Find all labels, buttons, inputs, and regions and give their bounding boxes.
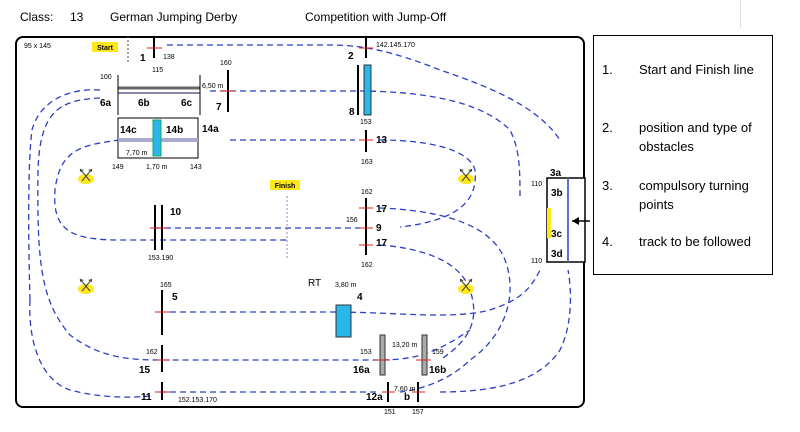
obstacle-15-label: 15 [139, 365, 151, 376]
height-12b: 157 [412, 409, 424, 416]
height-5: 165 [160, 282, 172, 289]
obstacle-6a-label: 6a [100, 98, 112, 109]
obstacle-13-label: 13 [376, 135, 388, 146]
obstacle-14a-label: 14a [202, 124, 219, 135]
obstacle-7-label: 7 [216, 102, 222, 113]
obstacle-2-label: 2 [348, 51, 354, 62]
obstacle-17-label-second: 17 [376, 238, 388, 249]
obstacle-12b-label: b [404, 392, 410, 403]
legend-text: position and type of obstacles [639, 120, 752, 154]
height-3d: 110 [531, 258, 542, 265]
height-7: 160 [220, 60, 232, 67]
turning-flag-icon [77, 278, 95, 295]
obstacle-9-label: 9 [376, 223, 382, 234]
height-10: 153.190 [148, 255, 173, 262]
height-9: 156 [346, 217, 358, 224]
distance-4: 3,80 m [335, 282, 357, 289]
turning-flag-icon [457, 168, 475, 185]
turning-flag-icon [77, 168, 95, 185]
header-competition-type: Competition with Jump-Off [305, 10, 447, 24]
height-17-top: 162 [361, 189, 373, 196]
obstacle-6b-label: 6b [138, 98, 150, 109]
height-14a: 143 [190, 164, 202, 171]
height-13: 163 [361, 159, 373, 166]
distance-14b: 1,70 m [146, 164, 168, 171]
height-17-bottom: 162 [361, 262, 373, 269]
obstacle-3a-label: 3a [550, 168, 562, 179]
obstacle-4-label: 4 [357, 292, 363, 303]
height-1: 138 [163, 54, 175, 61]
obstacle-16a-label: 16a [353, 365, 370, 376]
height-16b: 159 [432, 349, 444, 356]
divider [740, 0, 741, 28]
obstacle-16b-label: 16b [429, 365, 446, 376]
obstacle-11-label: 11 [141, 392, 152, 403]
obstacle-10-label: 10 [170, 207, 182, 218]
distance-14: 7,70 m [126, 150, 148, 157]
height-3a: 110 [531, 181, 542, 188]
legend-num: 2. [602, 120, 613, 135]
obstacle-3b-label: 3b [551, 188, 563, 199]
height-8: 153 [360, 119, 372, 126]
legend-text: track to be followed [639, 234, 752, 249]
header-class-label: Class: [20, 10, 54, 24]
height-15: 162 [146, 349, 158, 356]
legend-num: 1. [602, 62, 613, 77]
header-event-name: German Jumping Derby [110, 10, 238, 24]
height-12a: 151 [384, 409, 396, 416]
height-2: 142.145.170 [376, 42, 415, 49]
obstacle-12a-label: 12a [366, 392, 383, 403]
legend: 1. Start and Finish line 2. position and… [593, 35, 773, 275]
legend-text: compulsory turning points [639, 178, 749, 212]
start-label: Start [97, 45, 114, 52]
finish-label: Finish [275, 183, 296, 190]
distance-6: 6,50 m [202, 83, 224, 90]
arena-dimensions: 95 x 145 [24, 43, 51, 50]
legend-num: 4. [602, 234, 613, 249]
height-16a: 153 [360, 349, 372, 356]
obstacle-17-label: 17 [376, 204, 388, 215]
height-11: 152.153.170 [178, 397, 217, 404]
obstacle-14c-label: 14c [120, 125, 137, 136]
distance-16: 13,20 m [392, 342, 417, 349]
obstacle-14b-label: 14b [166, 125, 183, 136]
turning-flag-icon [457, 278, 475, 295]
obstacle-1-label: 1 [140, 53, 146, 64]
obstacle-rt-label: RT [308, 278, 321, 289]
obstacle-3d-label: 3d [551, 249, 563, 260]
obstacle-5-label: 5 [172, 292, 178, 303]
obstacle-6c-label: 6c [181, 98, 193, 109]
finish-badge [270, 180, 300, 190]
obstacle-3c-label: 3c [551, 229, 563, 240]
height-14c: 149 [112, 164, 124, 171]
height-6b: 115 [152, 67, 163, 74]
track [28, 44, 572, 398]
start-badge [92, 42, 118, 52]
obstacle-8-label: 8 [349, 107, 355, 118]
height-6a: 100 [100, 74, 112, 81]
legend-text: Start and Finish line [639, 62, 754, 77]
legend-num: 3. [602, 178, 613, 193]
distance-12: 7,60 m [394, 386, 416, 393]
header-class-number: 13 [70, 10, 84, 24]
